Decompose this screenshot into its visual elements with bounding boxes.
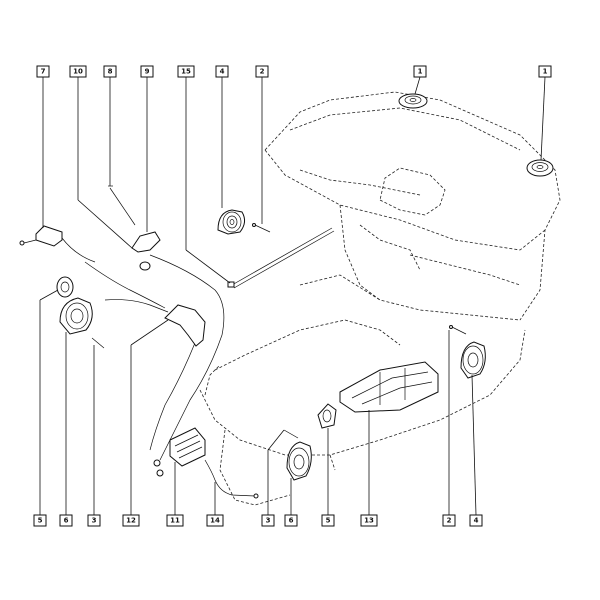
callout-label: 2 [447, 517, 452, 525]
callout-label: 2 [260, 68, 265, 76]
callout-label: 11 [170, 517, 180, 525]
leader-lines [39, 76, 546, 516]
callout-label: 6 [289, 517, 294, 525]
screw-part-3-left [91, 337, 105, 349]
control-module-part-7 [19, 225, 63, 247]
callout-label: 1 [543, 68, 548, 76]
dashboard-outline [199, 91, 561, 506]
callout-label: 3 [92, 517, 97, 525]
door-speaker-large-left [59, 297, 93, 335]
callout-top-9: 9 [140, 65, 154, 78]
callout-top-2: 2 [255, 65, 269, 78]
callout-label: 5 [326, 517, 331, 525]
callout-label: 12 [126, 517, 136, 525]
connector-block-part-11 [153, 427, 206, 477]
door-speaker-small-left [56, 276, 74, 298]
callout-label: 7 [41, 68, 46, 76]
callout-bottom-11: 11 [166, 514, 184, 527]
callout-label: 15 [181, 68, 191, 76]
antenna-base [131, 231, 161, 271]
callout-label: 13 [364, 517, 374, 525]
callout-label: 4 [474, 517, 479, 525]
callout-bottom-5-center: 5 [321, 514, 335, 527]
callout-label: 3 [266, 517, 271, 525]
callout-bottom-4: 4 [469, 514, 483, 527]
screw-part-2 [252, 223, 271, 233]
screw-part-2-right [449, 325, 467, 335]
door-speaker-right [460, 341, 486, 379]
callout-bottom-12: 12 [122, 514, 140, 527]
callout-top-7: 7 [36, 65, 50, 78]
callout-bottom-6: 6 [59, 514, 73, 527]
callout-bottom-3-center: 3 [261, 514, 275, 527]
dashboard-speaker-left [398, 93, 428, 109]
callout-label: 8 [108, 68, 113, 76]
tweeter-speaker [217, 209, 246, 235]
antenna-rod [108, 185, 136, 226]
cable-part-14 [204, 459, 259, 499]
small-speaker-part-5-center [317, 403, 337, 429]
callout-bottom-6-center: 6 [284, 514, 298, 527]
callout-label: 1 [418, 68, 423, 76]
callout-label: 9 [145, 68, 150, 76]
callout-top-4: 4 [215, 65, 229, 78]
callout-label: 6 [64, 517, 69, 525]
callout-bottom-5: 5 [33, 514, 47, 527]
dashboard-speaker-right [526, 159, 554, 177]
callout-bottom-2: 2 [442, 514, 456, 527]
callout-label: 14 [210, 517, 220, 525]
callout-bottom-3: 3 [87, 514, 101, 527]
callout-top-1-right: 1 [538, 65, 552, 78]
callout-label: 4 [220, 68, 225, 76]
callout-label: 10 [73, 68, 83, 76]
callout-top-10: 10 [69, 65, 87, 78]
amplifier-box-part-13 [339, 361, 439, 413]
rear-door-speaker-left [286, 441, 312, 481]
callout-top-8: 8 [103, 65, 117, 78]
callout-top-1-left: 1 [413, 65, 427, 78]
screw-part-3-center [283, 429, 299, 439]
callout-bottom-13: 13 [360, 514, 378, 527]
callout-label: 5 [38, 517, 43, 525]
long-rod-part-15 [227, 227, 335, 289]
callout-top-15: 15 [177, 65, 195, 78]
callout-bottom-14: 14 [206, 514, 224, 527]
wiring-harness [61, 237, 225, 461]
